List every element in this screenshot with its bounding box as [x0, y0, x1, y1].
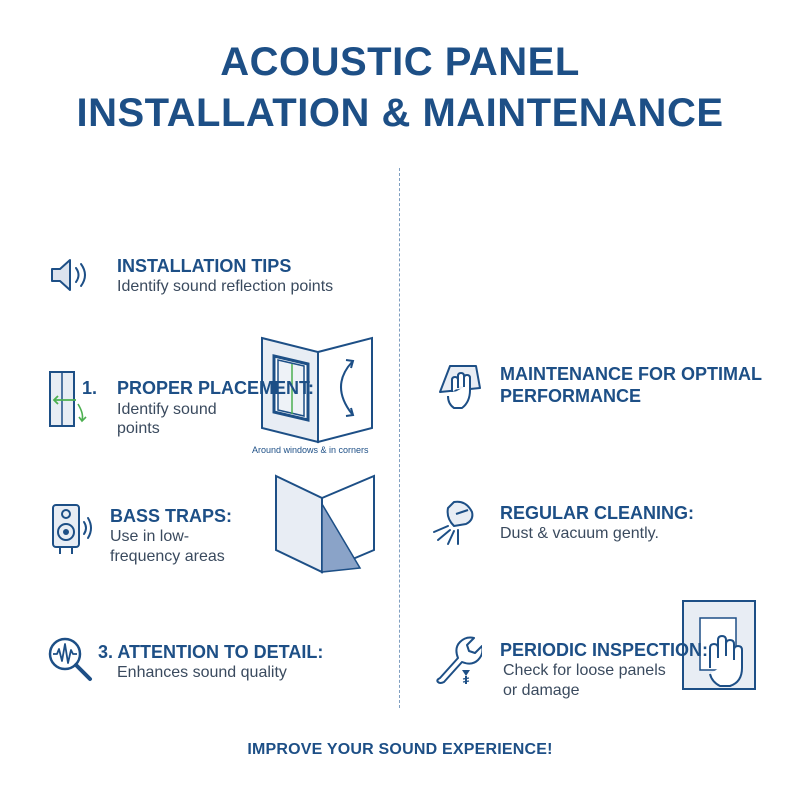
periodic-inspection-heading: PERIODIC INSPECTION:	[500, 640, 709, 660]
proper-placement-heading: PROPER PLACEMENT:	[117, 378, 315, 398]
bass-traps-text-2: frequency areas	[110, 548, 225, 565]
regular-cleaning-heading: REGULAR CLEANING:	[500, 503, 694, 523]
proper-placement-text-1: Identify sound	[117, 401, 217, 418]
page-title-line2: INSTALLATION & MAINTENANCE	[76, 91, 724, 135]
maintenance-heading-2: PERFORMANCE	[500, 386, 642, 406]
proper-placement-number: 1.	[82, 378, 98, 398]
column-divider	[399, 168, 400, 708]
maintenance-heading-1: MAINTENANCE FOR OPTIMAL	[500, 364, 762, 384]
panel-touch-illustration	[680, 598, 758, 692]
bass-traps-text-1: Use in low-	[110, 528, 190, 545]
periodic-inspection-text-1: Check for loose panels	[503, 662, 666, 679]
wrench-screw-icon	[432, 632, 482, 686]
window-corner-illustration	[256, 334, 376, 446]
loudspeaker-icon	[50, 502, 96, 558]
attention-text: Enhances sound quality	[117, 664, 287, 681]
page-title-line1: ACOUSTIC PANEL	[220, 40, 580, 84]
bass-traps-heading: BASS TRAPS:	[110, 506, 233, 526]
regular-cleaning-text: Dust & vacuum gently.	[500, 525, 659, 542]
brush-icon	[428, 498, 480, 548]
proper-placement-caption: Around windows & in corners	[252, 445, 369, 455]
speaker-sound-icon	[48, 255, 94, 295]
installation-tips-heading: INSTALLATION TIPS	[117, 256, 292, 276]
proper-placement-text-2: points	[117, 420, 160, 437]
footer-tagline: IMPROVE YOUR SOUND EXPERIENCE!	[247, 741, 553, 758]
bass-trap-corner-illustration	[272, 472, 378, 576]
panel-measure-icon	[46, 370, 96, 430]
cleaning-hand-icon	[436, 362, 484, 414]
installation-tips-text: Identify sound reflection points	[117, 278, 334, 295]
periodic-inspection-text-2: or damage	[503, 682, 580, 699]
attention-heading: 3. ATTENTION TO DETAIL:	[98, 642, 324, 662]
sound-wave-magnifier-icon	[46, 635, 94, 683]
